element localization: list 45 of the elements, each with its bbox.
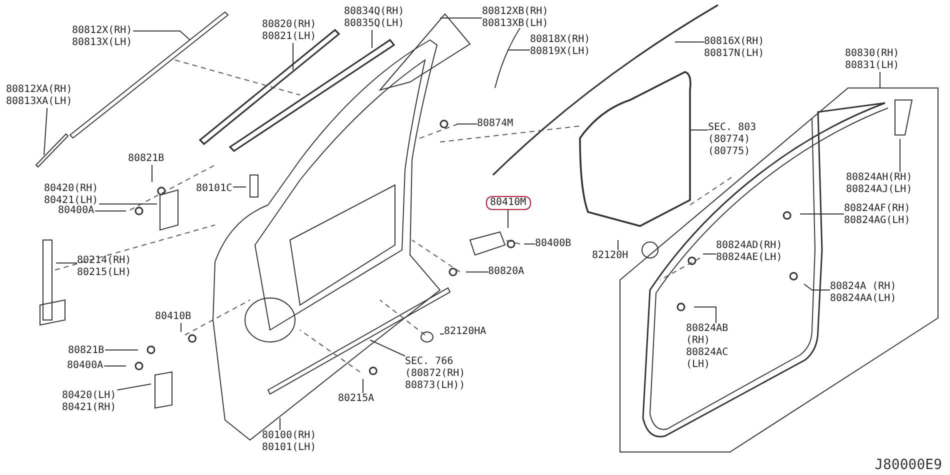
part-number: 82120H (592, 250, 630, 262)
part-number: 80215A (338, 393, 376, 405)
part-number: 80400B (535, 238, 572, 250)
part-number: 80420(RH) 80421(LH) (44, 183, 100, 207)
part-number: 80812XB(RH) 80813XB(LH) (482, 6, 550, 30)
part-number: 80101C (196, 183, 234, 195)
part-number: 80400A (58, 205, 96, 217)
leader-line (132, 30, 190, 40)
leader-line (362, 378, 364, 394)
part-number: 80824A (RH) 80824AA(LH) (830, 281, 898, 305)
leader-line (232, 186, 246, 188)
part-number: 80824AF(RH) 80824AG(LH) (844, 203, 912, 227)
part-number: 80824AD(RH) 80824AE(LH) (716, 240, 784, 264)
leader-line (180, 322, 182, 332)
part-number: 80830(RH) 80831(LH) (845, 48, 900, 72)
leader-line (116, 384, 152, 390)
part-number: 80821B (128, 153, 166, 165)
part-number: 80821B (68, 345, 106, 357)
leader-line (44, 108, 48, 156)
part-number: 80812XA(RH) 80813XA(LH) (6, 84, 74, 108)
part-number: 80410M (486, 196, 532, 210)
part-number: 80816X(RH) 80817N(LH) (704, 36, 766, 60)
part-number: 80100(RH) 80101(LH) (262, 430, 318, 454)
part-number: SEC. 803 (80774) (80775) (708, 122, 758, 158)
part-number: 80420(LH) 80421(RH) (62, 390, 118, 414)
part-number: 80834Q(RH) 80835Q(LH) (344, 6, 406, 30)
part-number: 80874M (477, 118, 514, 130)
part-number: 80812X(RH) 80813X(LH) (72, 25, 134, 49)
leader-line (370, 340, 406, 356)
part-number: 80400A (67, 360, 104, 372)
part-number: 80410B (155, 311, 192, 323)
part-number: 80818X(RH) 80819X(LH) (530, 34, 592, 58)
leader-line (56, 262, 78, 264)
leader-line (94, 210, 126, 212)
drawing-code: J80000E9 (874, 457, 942, 473)
part-number: 80214(RH) 80215(LH) (77, 255, 132, 279)
part-number: 82120HA (444, 326, 488, 338)
part-number: SEC. 766 (80872(RH) 80873(LH)) (405, 356, 466, 392)
leader-line (292, 42, 294, 70)
leader-line (804, 284, 830, 290)
part-number: 80820(RH) 80821(LH) (262, 19, 318, 43)
part-number: 80820A (488, 266, 526, 278)
leader-line (694, 306, 716, 324)
part-number: 80824AB (RH) 80824AC (LH) (686, 323, 730, 371)
part-number: 80824AH(RH) 80824AJ(LH) (846, 172, 914, 196)
